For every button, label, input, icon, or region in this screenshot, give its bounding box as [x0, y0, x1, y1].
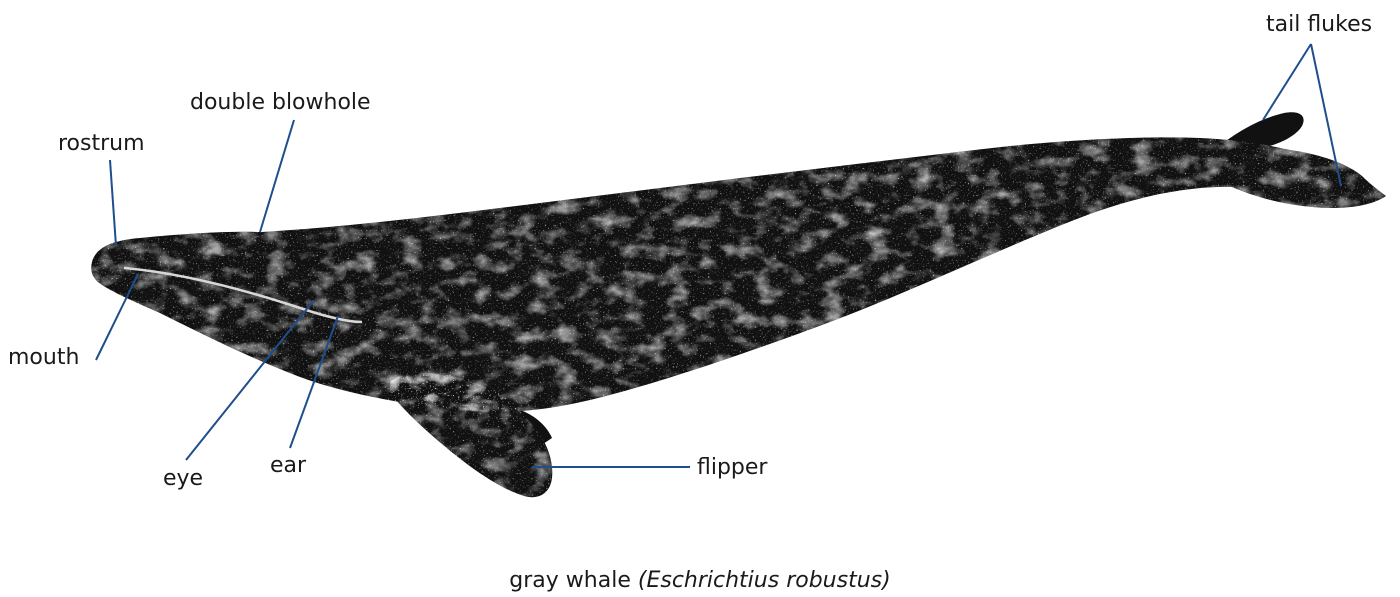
label-tail-flukes: tail flukes [1266, 12, 1372, 38]
figure-caption: gray whale (Eschrichtius robustus) [0, 568, 1400, 594]
leader-line-blowhole [260, 120, 294, 232]
label-flipper: flipper [697, 455, 767, 481]
leader-line-rostrum [110, 160, 116, 246]
caption-common-name: gray whale [509, 568, 631, 593]
label-ear: ear [270, 453, 306, 479]
label-rostrum: rostrum [58, 131, 145, 157]
leader-line-tail-upper [1263, 44, 1311, 120]
label-mouth: mouth [8, 345, 79, 371]
caption-scientific-name: (Eschrichtius robustus) [638, 568, 891, 593]
whale-illustration [91, 112, 1386, 497]
label-double-blowhole: double blowhole [190, 90, 371, 116]
label-eye: eye [163, 466, 203, 492]
